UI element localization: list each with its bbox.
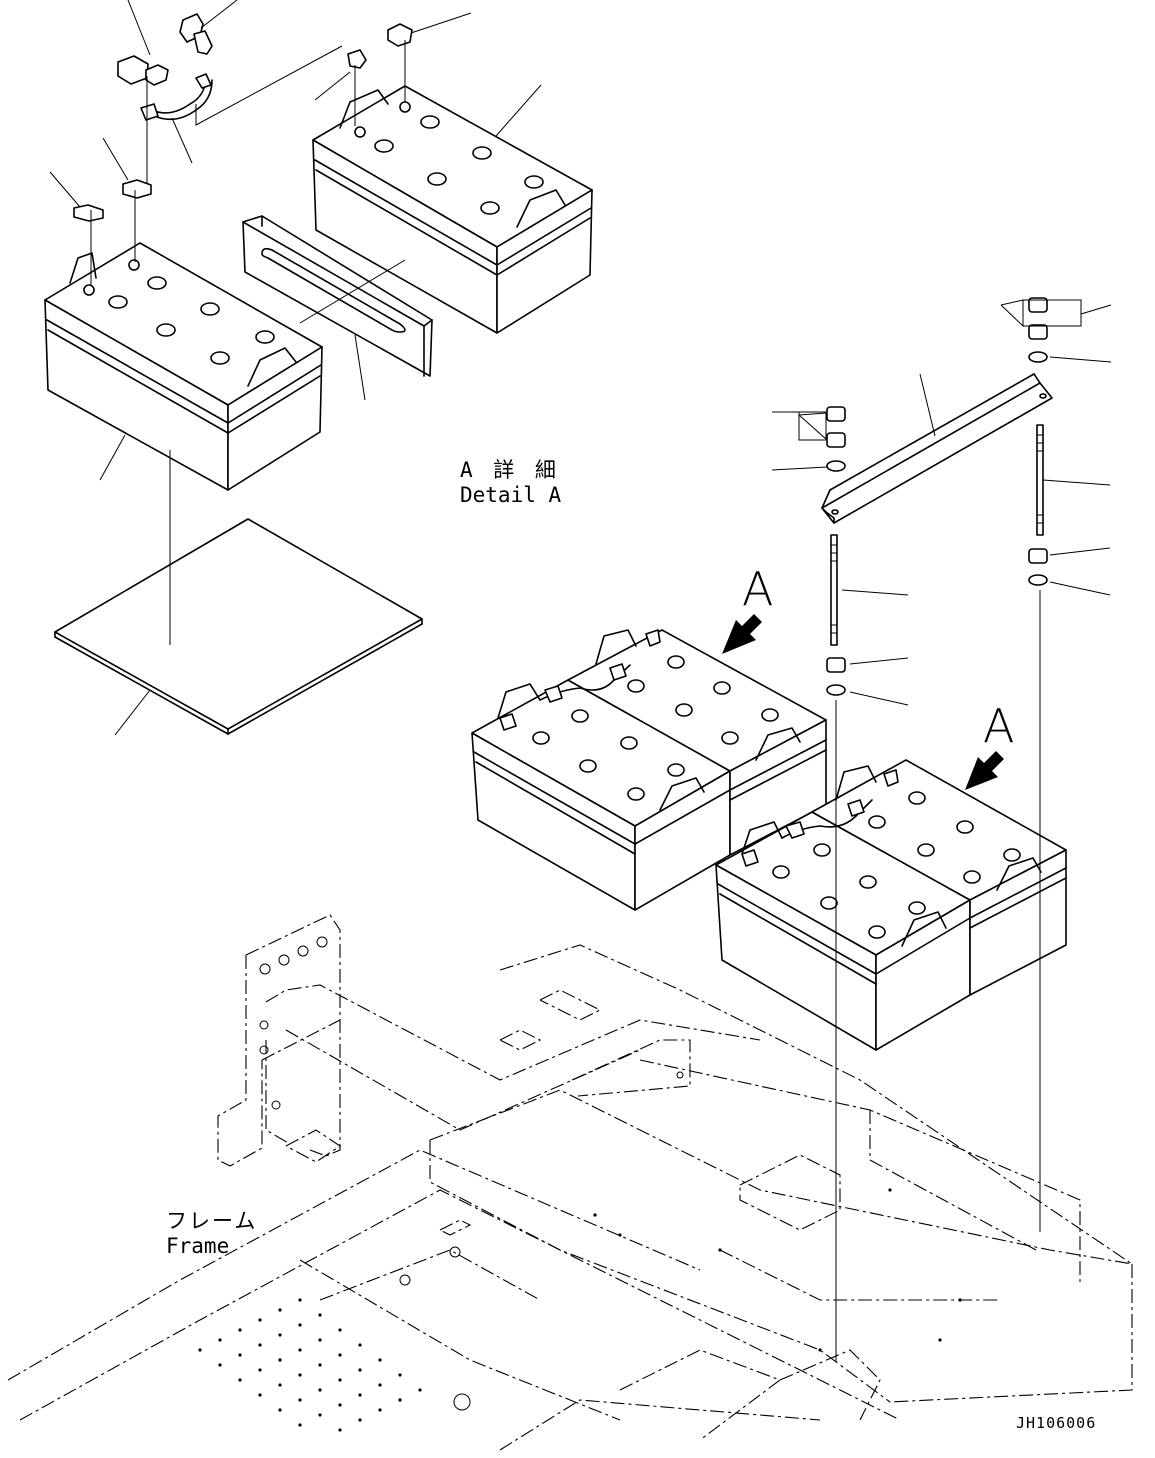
nuts-and-washers [826, 297, 1048, 696]
frame-label: Frame [166, 1234, 230, 1258]
detail-leader-lines [49, 0, 542, 736]
frame-label-japanese: フレーム [166, 1209, 258, 1233]
terminal-clamps [73, 13, 413, 222]
view-marker-a-left: A [742, 562, 774, 616]
spacer-plate [242, 215, 433, 377]
detail-battery-left [44, 242, 323, 491]
frame-perforations [198, 1188, 962, 1432]
battery-pair-left [471, 629, 827, 911]
battery-caps [108, 276, 275, 365]
detail-a-label-japanese: A 詳 細 [460, 458, 560, 482]
battery-caps [772, 791, 1021, 939]
battery-caps [532, 655, 779, 801]
battery-mat [54, 518, 423, 735]
battery-caps [374, 115, 544, 215]
detail-battery-right [312, 85, 593, 334]
view-marker-a-right: A [983, 699, 1015, 753]
machine-frame [7, 914, 1133, 1451]
view-arrows [722, 614, 1004, 790]
detail-a-label: Detail A [460, 483, 562, 507]
battery-pair-right [715, 759, 1067, 1051]
hold-down-hardware [771, 297, 1112, 1362]
drawing-number: JH106006 [1016, 1414, 1097, 1432]
